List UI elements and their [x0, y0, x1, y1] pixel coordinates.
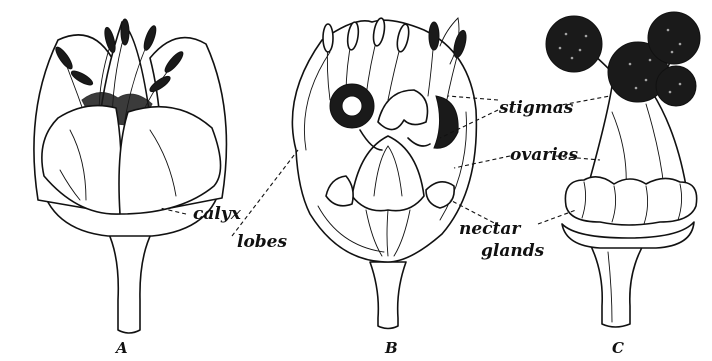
figure-c-pistils [546, 12, 700, 327]
label-glands: glands [481, 243, 544, 260]
label-calyx: calyx [193, 206, 241, 223]
figure-a-flower [34, 19, 227, 333]
caption-a: A [116, 341, 128, 356]
caption-b: B [385, 341, 398, 356]
label-lobes: lobes [237, 234, 287, 251]
label-ovaries: ovaries [510, 147, 578, 164]
caption-c: C [612, 341, 624, 356]
label-stigmas: stigmas [499, 100, 573, 117]
figure-b-section [292, 17, 476, 328]
label-nectar: nectar [459, 221, 520, 238]
figure-a-calyx-lobes [42, 106, 221, 215]
